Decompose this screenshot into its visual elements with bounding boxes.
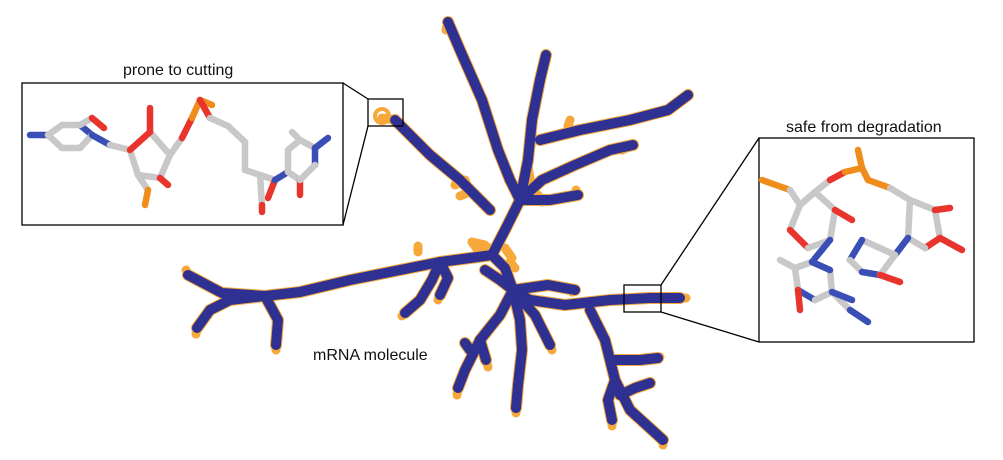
rna-strand-segment xyxy=(585,305,668,445)
atom-bond xyxy=(808,236,834,266)
rna-strand-segment xyxy=(435,257,453,300)
atom-bond xyxy=(904,234,929,252)
rna-strand-segment xyxy=(508,285,685,310)
inset-prone-to-cutting xyxy=(21,82,344,226)
atom-bond xyxy=(156,174,172,189)
atom-bond xyxy=(156,151,174,182)
atom-bond xyxy=(126,146,142,179)
atom-bond xyxy=(288,128,304,144)
nucleotide-structure-left xyxy=(26,96,332,216)
atom-bond xyxy=(786,201,804,234)
atom-bond xyxy=(166,134,186,159)
rna-strand-segment xyxy=(480,265,518,295)
atom-bond xyxy=(178,114,196,142)
atom-bond xyxy=(931,204,954,214)
inset-safe-from-degradation xyxy=(758,137,975,343)
mrna-molecule xyxy=(181,16,694,450)
atom-bond xyxy=(811,188,839,214)
rna-strand-segment xyxy=(615,378,655,400)
rna-strand-segment xyxy=(390,115,495,215)
rna-strand-segment xyxy=(467,237,495,255)
connector-right-top xyxy=(660,137,760,286)
rna-strand-segment xyxy=(505,257,520,273)
atom-bond xyxy=(206,114,232,130)
atom-bond xyxy=(936,234,966,254)
connector-left-bottom xyxy=(342,125,369,226)
rna-strand-segment xyxy=(443,17,525,205)
rna-strand-segment xyxy=(400,257,445,318)
atom-bond xyxy=(891,234,912,259)
atom-bond xyxy=(876,271,904,286)
atom-bond xyxy=(758,176,794,194)
inset-frame-left xyxy=(21,82,344,226)
rna-strand-segment xyxy=(460,338,475,355)
rna-strand-segment xyxy=(610,353,663,365)
exposed-loop xyxy=(373,107,391,125)
paired-backbone xyxy=(183,17,693,445)
atom-bond xyxy=(904,196,914,242)
rna-strand-segment xyxy=(515,50,551,205)
rna-strand-segment xyxy=(500,243,517,263)
rna-strand-segment xyxy=(508,285,527,413)
atom-bond xyxy=(828,288,856,304)
atom-bond xyxy=(876,251,899,279)
callout-connectors xyxy=(342,82,760,343)
atom-bond xyxy=(311,134,332,152)
rna-strand-segment xyxy=(515,190,583,205)
atom-bond xyxy=(256,171,266,209)
atom-bond xyxy=(106,141,134,154)
rna-strand-segment xyxy=(260,291,283,350)
atom-bond xyxy=(846,236,866,264)
rna-strand-segment xyxy=(515,140,638,205)
label-safe-from-degradation: safe from degradation xyxy=(786,119,942,136)
rna-strand-segment xyxy=(563,115,575,131)
atom-bond xyxy=(808,258,834,274)
atom-bond xyxy=(791,264,802,294)
atom-bond xyxy=(44,131,66,152)
zoom-marker-right xyxy=(623,284,662,313)
rna-strand-segment xyxy=(183,250,497,301)
atom-bond xyxy=(296,161,319,184)
rna-strand-segment xyxy=(475,335,491,365)
atom-bond xyxy=(794,286,804,314)
atom-bond xyxy=(146,128,174,159)
atom-bond xyxy=(831,206,856,224)
rna-strand-segment xyxy=(508,285,555,350)
nucleotide-structure-right xyxy=(758,146,966,326)
rna-strand-segment xyxy=(603,375,620,425)
atom-bond xyxy=(776,256,799,272)
rna-strand-segment xyxy=(508,280,580,295)
atom-bond xyxy=(796,188,819,209)
atom-bond xyxy=(126,128,154,154)
atom-bond xyxy=(786,226,812,252)
atom-bond xyxy=(224,122,249,146)
atom-bond xyxy=(196,96,214,122)
atom-bond xyxy=(864,176,894,192)
connector-right-bottom xyxy=(660,311,760,343)
connector-left-top xyxy=(342,82,369,100)
atom-bond xyxy=(886,184,914,204)
atom-bond xyxy=(931,206,944,242)
atom-bond xyxy=(141,186,152,209)
atom-bond xyxy=(846,306,872,326)
rna-strand-segment xyxy=(192,291,270,333)
label-prone-to-cutting: prone to cutting xyxy=(123,62,234,79)
atom-bond xyxy=(88,114,108,132)
atom-bond xyxy=(858,236,884,252)
rna-strand-segment xyxy=(535,90,693,145)
zoom-marker-left xyxy=(367,98,404,127)
atom-bond xyxy=(826,206,839,244)
label-mrna-molecule: mRNA molecule xyxy=(313,347,428,364)
atom-bond xyxy=(88,131,114,149)
atom-bond xyxy=(906,196,939,214)
atom-bond xyxy=(826,266,836,296)
